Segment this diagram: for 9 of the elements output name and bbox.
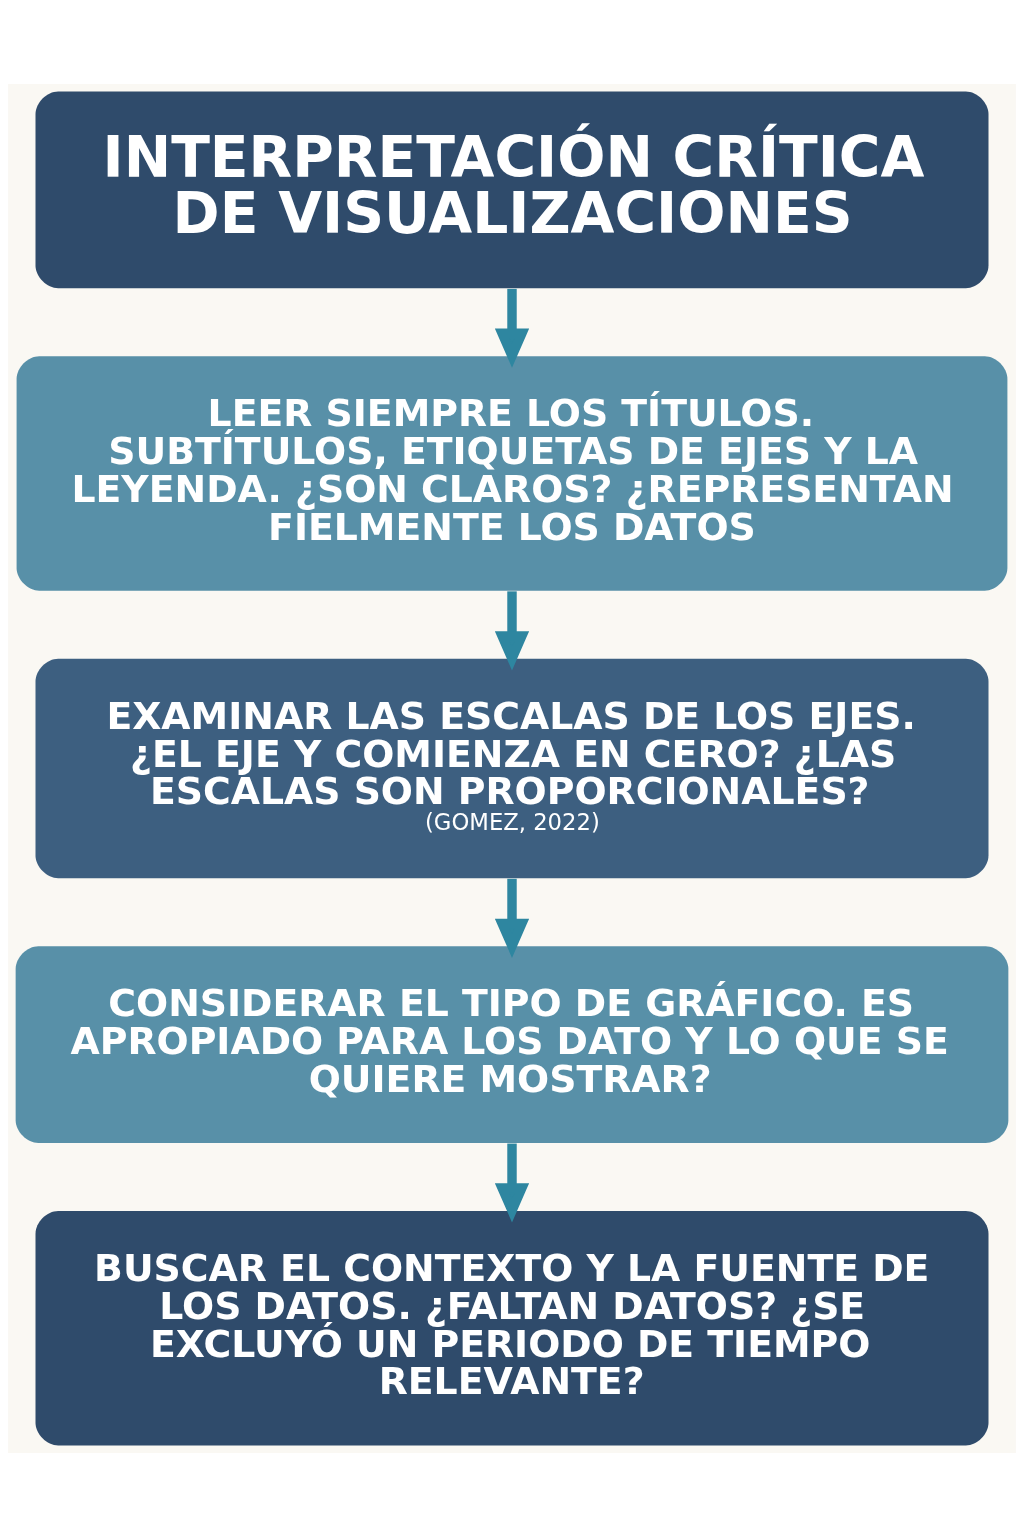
arrow [494,590,530,670]
arrow [494,878,530,958]
node-box: LEER SIEMPRE LOS TÍTULOS. SUBTÍTULOS, ETIQUETAS DE EJES Y LA LEYENDA. ¿SON CLAROS? ¿REPRESENTAN FIELMENTE LOS DATOS [16,355,1008,591]
arrow [494,288,530,368]
node-box: CONSIDERAR EL TIPO DE GRÁFICO. ES APROPIADO PARA LOS DATO Y LO QUE SE QUIERE MOSTRAR? [15,945,1009,1143]
arrow [494,1143,530,1222]
node-box: BUSCAR EL CONTEXTO Y LA FUENTE DE LOS DATOS. ¿FALTAN DATOS? ¿SE EXCLUYÓ UN PERIODO DE TIEMPO RELEVANTE? [35,1210,989,1445]
node-box: EXAMINAR LAS ESCALAS DE LOS EJES. ¿EL EJE Y COMIENZA EN CERO? ¿LAS ESCALAS SON PROPORCIONALES? (GOMEZ, 2022) [35,658,989,878]
node-box: INTERPRETACIÓN CRÍTICA DE VISUALIZACIONES [35,91,989,288]
